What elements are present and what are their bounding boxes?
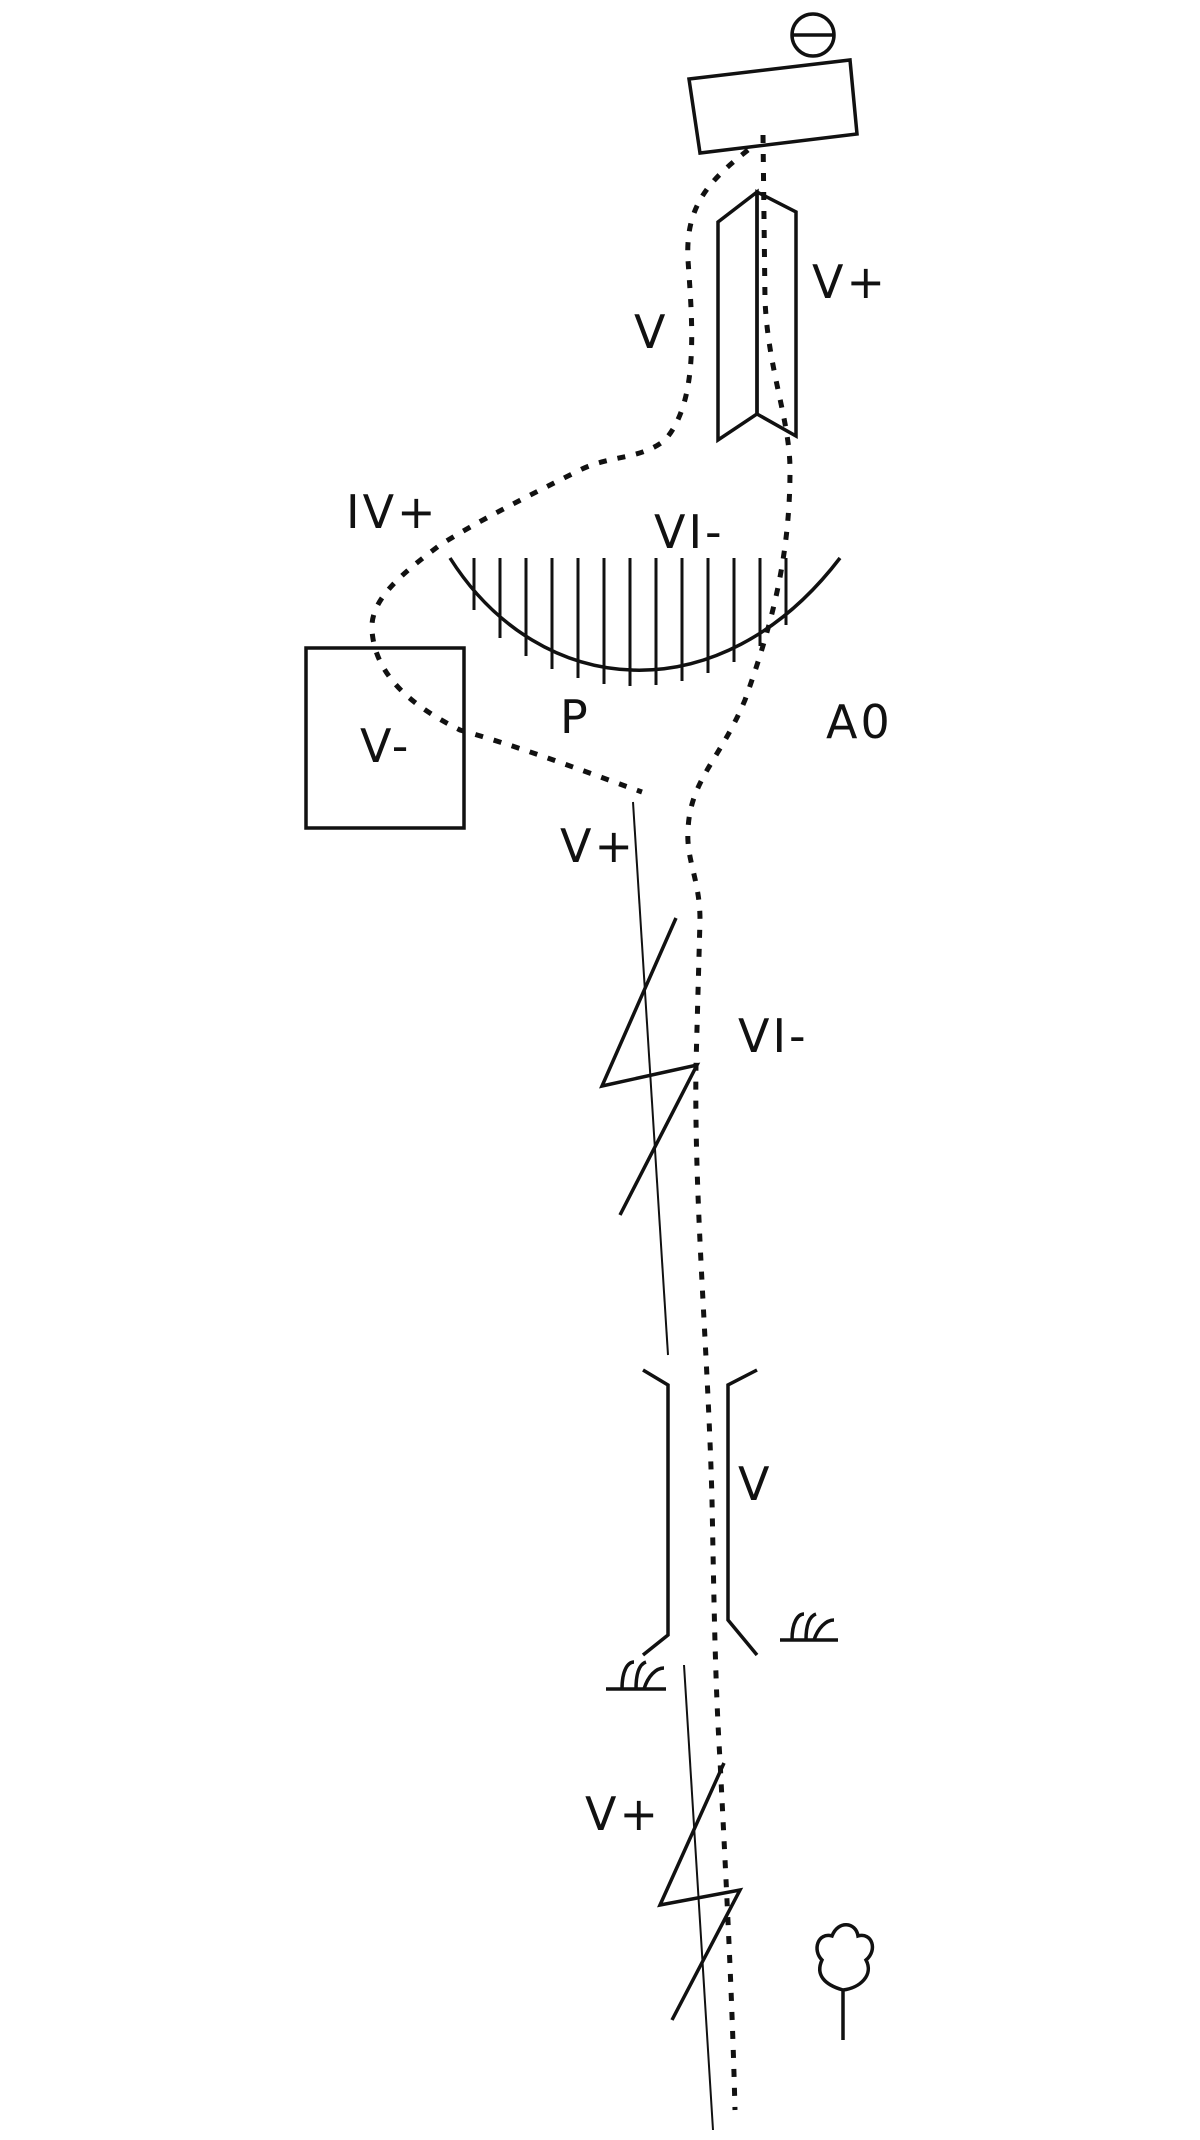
crack-line-upper [599, 801, 701, 1356]
label-v-gully: V [738, 1457, 772, 1511]
label-v-minus-box: V- [360, 719, 411, 773]
belay-station-icon [687, 12, 859, 155]
crack-line-lower [657, 1664, 744, 2131]
chimney-feature [641, 1368, 759, 1657]
label-vi-minus-mid: VI- [738, 1009, 809, 1063]
overhang-feature [448, 556, 842, 686]
label-vi-minus-top: VI- [654, 505, 725, 559]
label-p: P [560, 690, 591, 744]
grass-tuft-icon [780, 1612, 838, 1642]
route-line-variant [369, 148, 750, 795]
label-v-plus-bottom: V+ [585, 1787, 661, 1841]
dihedral-feature [716, 188, 798, 444]
block-feature [304, 646, 466, 830]
label-v-top: V [634, 305, 668, 359]
route-line-main [685, 134, 793, 2111]
label-v-plus-top: V+ [812, 255, 888, 309]
label-v-plus-mid: V+ [560, 819, 636, 873]
label-a0: A0 [826, 695, 893, 749]
label-iv-plus: IV+ [346, 485, 439, 539]
grass-tuft-icon [606, 1660, 666, 1691]
tree-icon [815, 1923, 875, 2040]
